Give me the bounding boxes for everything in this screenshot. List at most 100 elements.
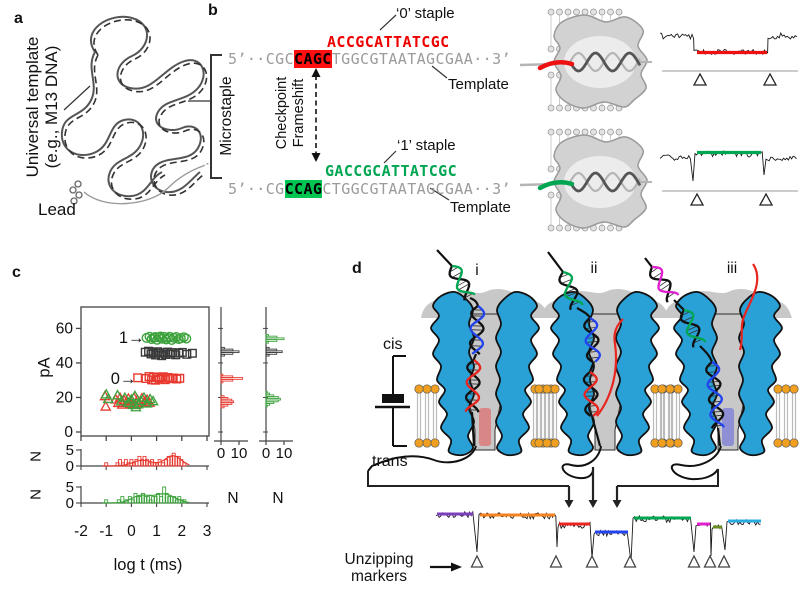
- dwell-hist-bar: [133, 492, 138, 504]
- dwell-hist-bar: [142, 455, 147, 467]
- staple-in-pore: [537, 179, 575, 191]
- pa-hist-bin: [220, 373, 224, 377]
- strip-tick-label: 0: [66, 495, 74, 512]
- trace-staple-1: [659, 150, 797, 182]
- dwell-hist-bar: [159, 496, 164, 504]
- pore-label-ii: ii: [590, 260, 598, 277]
- dwell-hist-bar: [120, 496, 125, 504]
- unzip-marker: [623, 554, 637, 568]
- lipid-head: [430, 438, 440, 448]
- dwell-hist-bar: [143, 496, 148, 504]
- checkpoint-box-0: CAGC: [294, 50, 332, 68]
- lipid-head: [542, 438, 552, 448]
- lipid-head: [550, 438, 560, 448]
- level-annotation: 0→: [111, 370, 137, 388]
- pa-hist-bin: [220, 395, 225, 398]
- staple-0-sequence: ACCGCATTATCGC: [327, 33, 450, 51]
- dwell-hist-bar: [141, 492, 145, 504]
- seq-left-1: 5’··CG: [228, 180, 285, 198]
- convergence-arrows: [367, 467, 719, 508]
- dwell-hist-bar: [162, 486, 167, 504]
- dwell-hist-bar: [147, 462, 152, 467]
- dna-strand-dark: [568, 171, 642, 193]
- x-tick-label: 3: [203, 523, 212, 540]
- strip-tick-label: 5: [66, 479, 74, 496]
- n-axis-label-0: N: [27, 451, 45, 462]
- panel-c-label: c: [12, 264, 21, 281]
- unzip-marker: [470, 554, 484, 568]
- dwell-hist-bar: [171, 452, 176, 467]
- lipid-head: [534, 384, 544, 394]
- pore-protein-half: [615, 290, 660, 457]
- dwell-hist-bar: [151, 496, 156, 504]
- panel-d-drawing: [367, 249, 799, 572]
- lipid-head: [414, 384, 424, 394]
- staple-dashes: [64, 19, 208, 200]
- pointer-line: [429, 187, 450, 201]
- nanopore-cartoon: [519, 128, 652, 232]
- lead-strand: [83, 165, 204, 205]
- pa-hist-bin: [220, 348, 234, 352]
- lead-bead: [74, 180, 82, 188]
- y-tick-label: 40: [56, 355, 74, 372]
- pore-label-i: i: [475, 262, 479, 279]
- unzip-marker: [703, 554, 717, 568]
- dwell-hist-bar: [138, 496, 143, 504]
- unzip-marker: [758, 192, 774, 206]
- lipid-head: [542, 384, 552, 394]
- lead-label: Lead: [38, 200, 76, 219]
- exit-highlight: [479, 408, 491, 446]
- panel-a-drawing: [60, 15, 210, 205]
- trans-label: trans: [372, 453, 408, 470]
- panel-a-label: a: [14, 10, 23, 27]
- pore-protein-half: [673, 290, 718, 457]
- n-tick-label: 0: [217, 445, 225, 462]
- dwell-fit-curve: [102, 455, 190, 467]
- cis-label: cis: [383, 336, 403, 353]
- exit-strand-tail: [670, 445, 722, 481]
- scatter-points: [99, 331, 197, 412]
- template-label-1: Template: [450, 199, 511, 216]
- pore-protein-half: [495, 290, 540, 457]
- n-tick-label: 10: [231, 445, 248, 462]
- staple-1-name: ‘1’ staple: [397, 137, 456, 154]
- nanopore-ii: [534, 251, 676, 480]
- released-0-staple: [738, 263, 759, 351]
- y-tick-label: 20: [56, 389, 74, 406]
- y-tick-label: 0: [64, 424, 73, 441]
- n-tick-label: 10: [276, 445, 293, 462]
- pa-hist-bin: [265, 348, 278, 352]
- exit-strand-tail: [367, 445, 477, 472]
- lipid-head: [781, 438, 791, 448]
- y-axis-label: pA: [35, 357, 54, 378]
- lipid-head: [657, 438, 667, 448]
- template-row-1: 5’··CGCCAGCTGGCGTAATAGCGAA··3’: [228, 180, 511, 198]
- unzip-marker: [549, 554, 563, 568]
- lipid-head: [673, 438, 683, 448]
- n-hist-label: N: [272, 490, 283, 507]
- lipid-head: [773, 384, 783, 394]
- pore-protein-half: [738, 290, 783, 457]
- lipid-head: [422, 384, 432, 394]
- arrowhead-down: [311, 153, 321, 162]
- pa-hist-bin: [265, 390, 268, 394]
- dwell-hist-bar: [148, 499, 153, 504]
- scatter-frame: [80, 306, 210, 437]
- lipid-head: [665, 438, 675, 448]
- unzip-marker: [585, 554, 599, 568]
- unzip-marker: [717, 554, 731, 568]
- pa-hist-bin: [265, 346, 270, 350]
- checkpoint-frameshift-label: Checkpoint Frameshift: [274, 76, 307, 150]
- dwell-hist-bar: [174, 499, 179, 504]
- staple-1-sequence: GACCGCATTATCGC: [325, 162, 458, 180]
- unzip-marker: [689, 192, 705, 206]
- seq-left-0: 5’··CGC: [228, 50, 295, 68]
- lead-bead: [70, 197, 78, 205]
- lipid-head: [665, 384, 675, 394]
- staple-0-name: ‘0’ staple: [396, 5, 455, 22]
- panel-b-drawing: [210, 8, 798, 232]
- lipid-head: [789, 438, 799, 448]
- dwell-hist-bar: [167, 496, 172, 504]
